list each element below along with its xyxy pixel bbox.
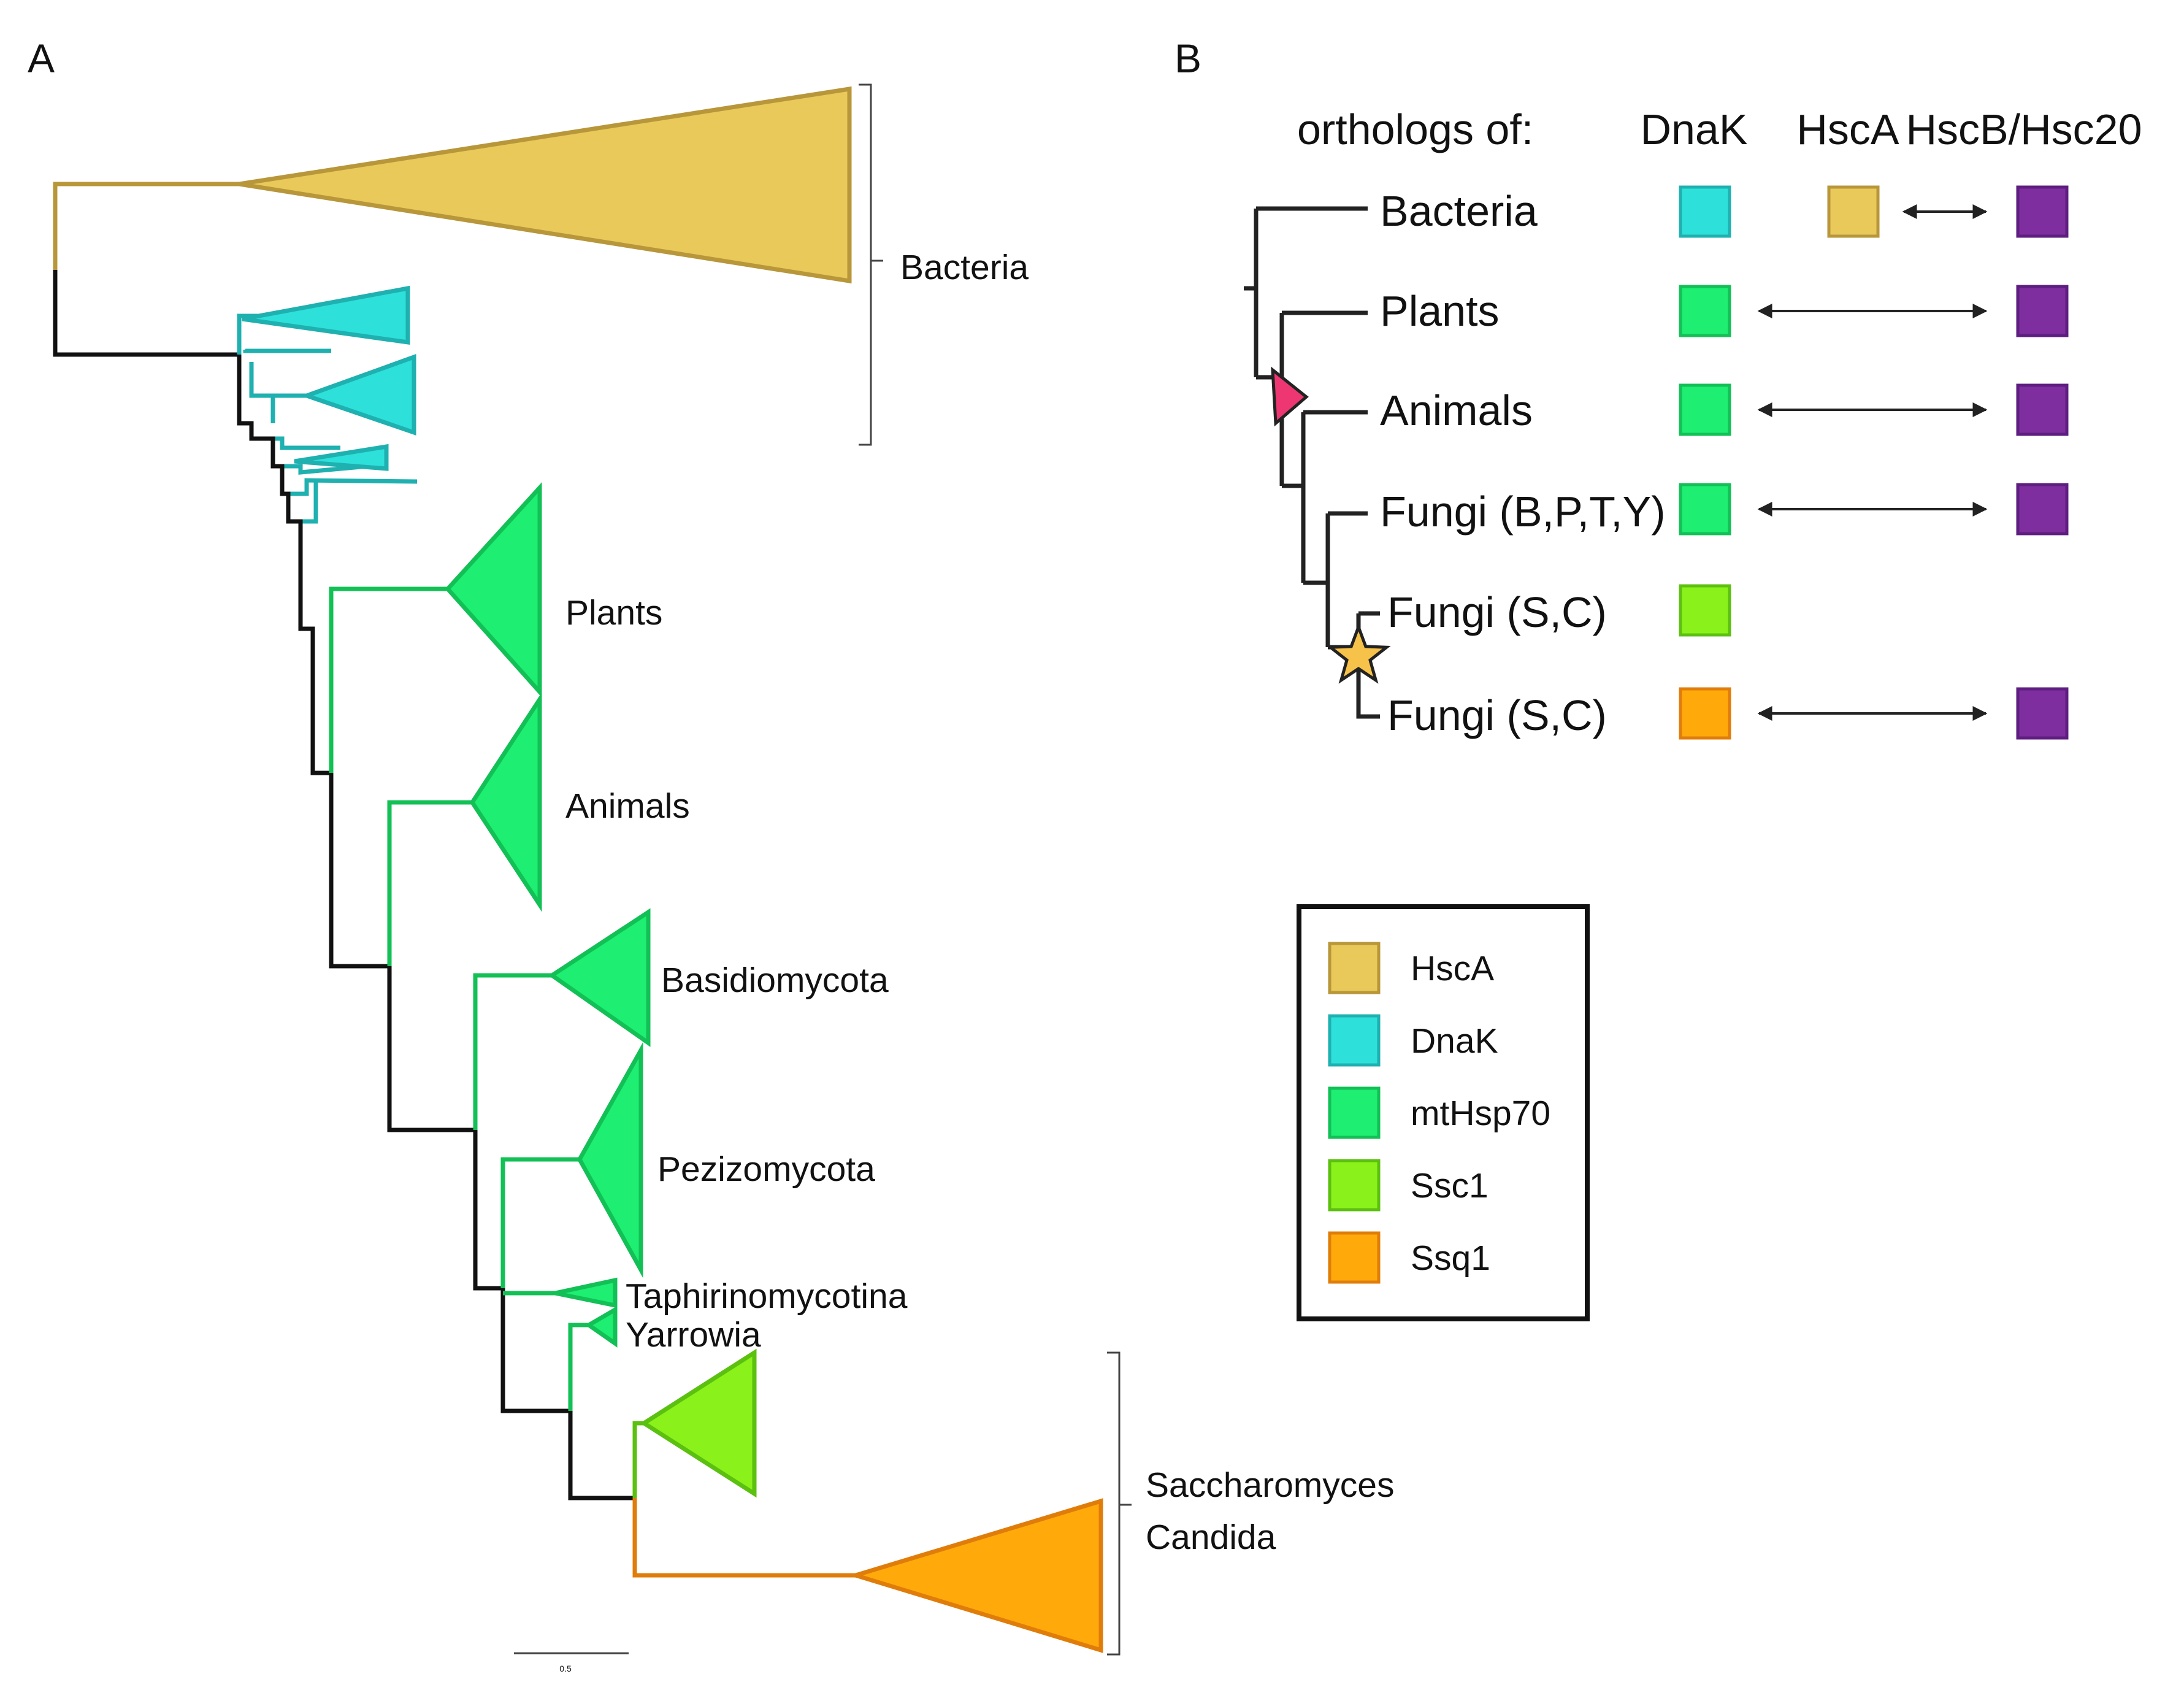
legend-label-hsca: HscA: [1411, 949, 1494, 988]
collapsed-clade-bacteria: [239, 86, 852, 284]
clade-label-basidiomycota: Basidiomycota: [661, 961, 889, 1000]
mthsp70-origin-marker: [1271, 366, 1309, 427]
clade-label-yarrowia: Yarrowia: [626, 1315, 761, 1354]
legend-swatch-ssc1: [1328, 1159, 1381, 1212]
collapsed-clade-dnak-a: [242, 285, 410, 345]
clade-label-candida: Candida: [1146, 1518, 1276, 1557]
panel-a-label: A: [28, 36, 55, 81]
collapsed-clade-yarrowia: [584, 1305, 618, 1348]
tree-branch-root: [53, 270, 239, 357]
tree-branch-dnak-8: [288, 478, 418, 496]
cladogram-bacteria: [1254, 206, 1368, 377]
hscb-box-row-2: [2016, 285, 2069, 337]
tree-branch-ssc1: [632, 1421, 644, 1498]
taxon-label-row-4: Fungi (B,P,T,Y): [1380, 488, 1666, 536]
hsp70-box-row-4: [1679, 483, 1731, 536]
collapsed-clade-dnak-c: [294, 444, 389, 471]
tree-branch-backbone-4: [568, 1411, 635, 1500]
collapsed-clade-animals: [469, 692, 542, 912]
header-orthologs-of: orthologs of:: [1297, 106, 1533, 153]
legend-label-mthsp70: mtHsp70: [1411, 1094, 1550, 1133]
collapsed-clade-ssc1: [640, 1348, 757, 1498]
header-hsca: HscA: [1796, 106, 1899, 153]
clade-label-animals: Animals: [565, 786, 690, 826]
taxon-label-row-2: Plants: [1380, 287, 1500, 335]
tree-branch-animals: [387, 800, 472, 966]
clade-label-pezizomycota: Pezizomycota: [657, 1150, 875, 1189]
legend-swatch-ssq1: [1328, 1231, 1381, 1284]
hsp70-box-row-5: [1679, 584, 1731, 637]
bracket-saccharomyces-candida: [1107, 1351, 1132, 1656]
tree-branch-backbone-3: [473, 1130, 570, 1413]
legend-swatch-mthsp70: [1328, 1086, 1381, 1139]
tree-branch-dnak-6: [273, 436, 340, 450]
panel-a-tree: A Bacteria Plants Animals Basidiomycota …: [28, 36, 1395, 1673]
legend-swatch-dnak: [1328, 1014, 1381, 1067]
hsp70-box-row-3: [1679, 383, 1731, 436]
cladogram-animals: [1301, 410, 1368, 583]
phylogenetic-tree: [53, 83, 1132, 1656]
hsp70-box-row-2: [1679, 285, 1731, 337]
collapsed-clade-plants: [445, 482, 542, 698]
legend-label-ssq1: Ssq1: [1411, 1239, 1490, 1278]
clade-label-bacteria: Bacteria: [900, 248, 1029, 287]
clade-label-plants: Plants: [565, 593, 662, 632]
collapsed-clade-ssq1: [848, 1498, 1103, 1653]
panel-b-label: B: [1174, 36, 1201, 81]
tree-branch-dnak-2: [243, 348, 331, 353]
hsp70-box-row-6: [1679, 687, 1731, 740]
collapsed-clade-taphrinomycotina: [554, 1277, 618, 1308]
tree-branch-pezizo: [500, 1157, 580, 1288]
tree-branch-bacteria-stem: [53, 182, 239, 270]
tree-branch-yarrowia: [568, 1323, 589, 1411]
ortholog-grid: [1679, 185, 2069, 740]
tree-branch-plants: [329, 586, 448, 773]
collapsed-clade-dnak-b: [300, 354, 416, 436]
tree-branch-dnak-7: [282, 464, 369, 475]
bracket-bacteria: [859, 83, 883, 446]
hsca-box-row-1: [1827, 185, 1880, 238]
taxon-label-row-3: Animals: [1380, 386, 1533, 434]
header-dnak: DnaK: [1640, 106, 1747, 153]
tree-branch-ssq1: [632, 1498, 856, 1578]
legend-label-ssc1: Ssc1: [1411, 1166, 1489, 1205]
hscb-box-row-6: [2016, 687, 2069, 740]
collapsed-clade-pezizomycota: [577, 1042, 643, 1278]
taxon-label-row-1: Bacteria: [1380, 187, 1538, 235]
cladogram-fungi-bpty: [1325, 511, 1368, 647]
panel-b-summary: B orthologs of: DnaK HscA HscB/Hsc20 Bac…: [1174, 36, 2142, 740]
tree-branch-dnak-4: [249, 386, 313, 398]
clade-label-taphrinomycotina: Taphirinomycotina: [626, 1277, 908, 1316]
ssq1-duplication-star-icon: [1326, 622, 1391, 684]
taxon-label-row-6: Fungi (S,C): [1387, 691, 1607, 739]
clade-label-saccharomyces: Saccharomyces: [1146, 1466, 1395, 1505]
legend-label-dnak: DnaK: [1411, 1021, 1498, 1061]
taxon-label-row-5: Fungi (S,C): [1387, 588, 1607, 636]
tree-branch-basidio: [473, 973, 552, 1130]
hscb-box-row-1: [2016, 185, 2069, 238]
hscb-box-row-4: [2016, 483, 2069, 536]
collapsed-clade-basidiomycota: [548, 908, 651, 1047]
header-hscb-hsc20: HscB/Hsc20: [1906, 106, 2142, 153]
hscb-box-row-3: [2016, 383, 2069, 436]
legend-swatch-hsca: [1328, 942, 1381, 994]
tree-branch-backbone-2: [387, 966, 475, 1132]
hsp70-box-row-1: [1679, 185, 1731, 238]
tree-branch-dnak-9: [301, 482, 318, 524]
tree-branch-backbone-1: [237, 355, 389, 969]
scale-bar-label: 0.5: [559, 1664, 572, 1673]
